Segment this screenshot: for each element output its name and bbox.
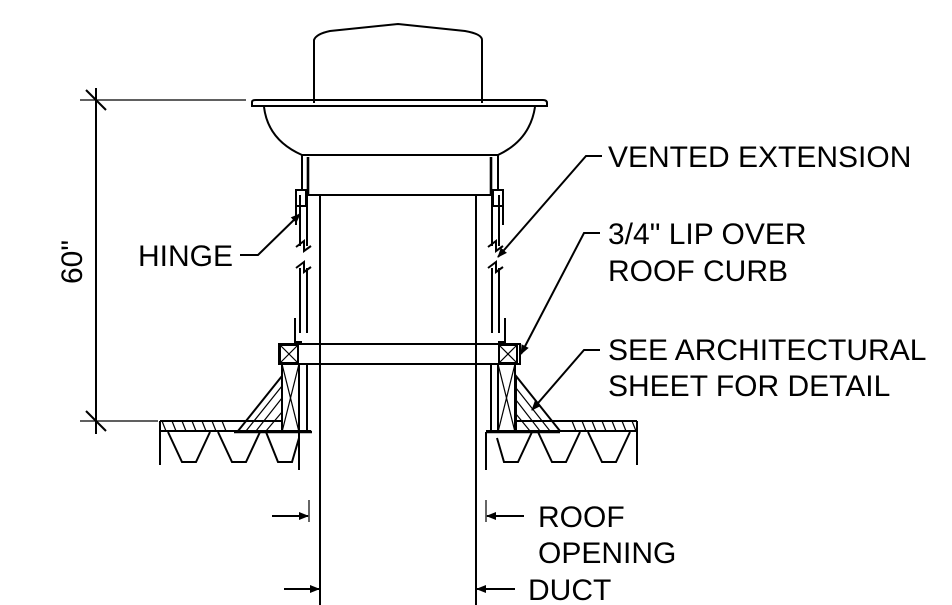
vent-hood (251, 22, 548, 190)
callout-roof-opening-line2: OPENING (538, 537, 676, 570)
callout-hinge: HINGE (138, 240, 233, 273)
height-dimension (80, 88, 246, 434)
leader-hinge (240, 213, 301, 256)
callout-lip-line2: ROOF CURB (608, 255, 788, 288)
leader-lip (520, 232, 600, 355)
callout-vented-extension: VENTED EXTENSION (608, 141, 911, 174)
callout-arch-line2: SHEET FOR DETAIL (608, 370, 890, 403)
roof-deck-right (485, 373, 638, 470)
roof-deck-left (159, 373, 312, 470)
callout-roof-opening-line1: ROOF (538, 501, 625, 534)
callout-duct: DUCT (528, 574, 611, 605)
leader-architectural (531, 349, 600, 411)
callout-lip-line1: 3/4" LIP OVER (608, 218, 807, 251)
callout-arch-line1: SEE ARCHITECTURAL (608, 334, 926, 367)
vented-extension-walls (294, 157, 506, 343)
leader-vented-extension (497, 155, 602, 258)
roof-curb (278, 343, 521, 433)
roof-opening-dimension (272, 500, 524, 522)
dimension-60-label: 60" (56, 240, 89, 284)
duct (319, 195, 477, 605)
